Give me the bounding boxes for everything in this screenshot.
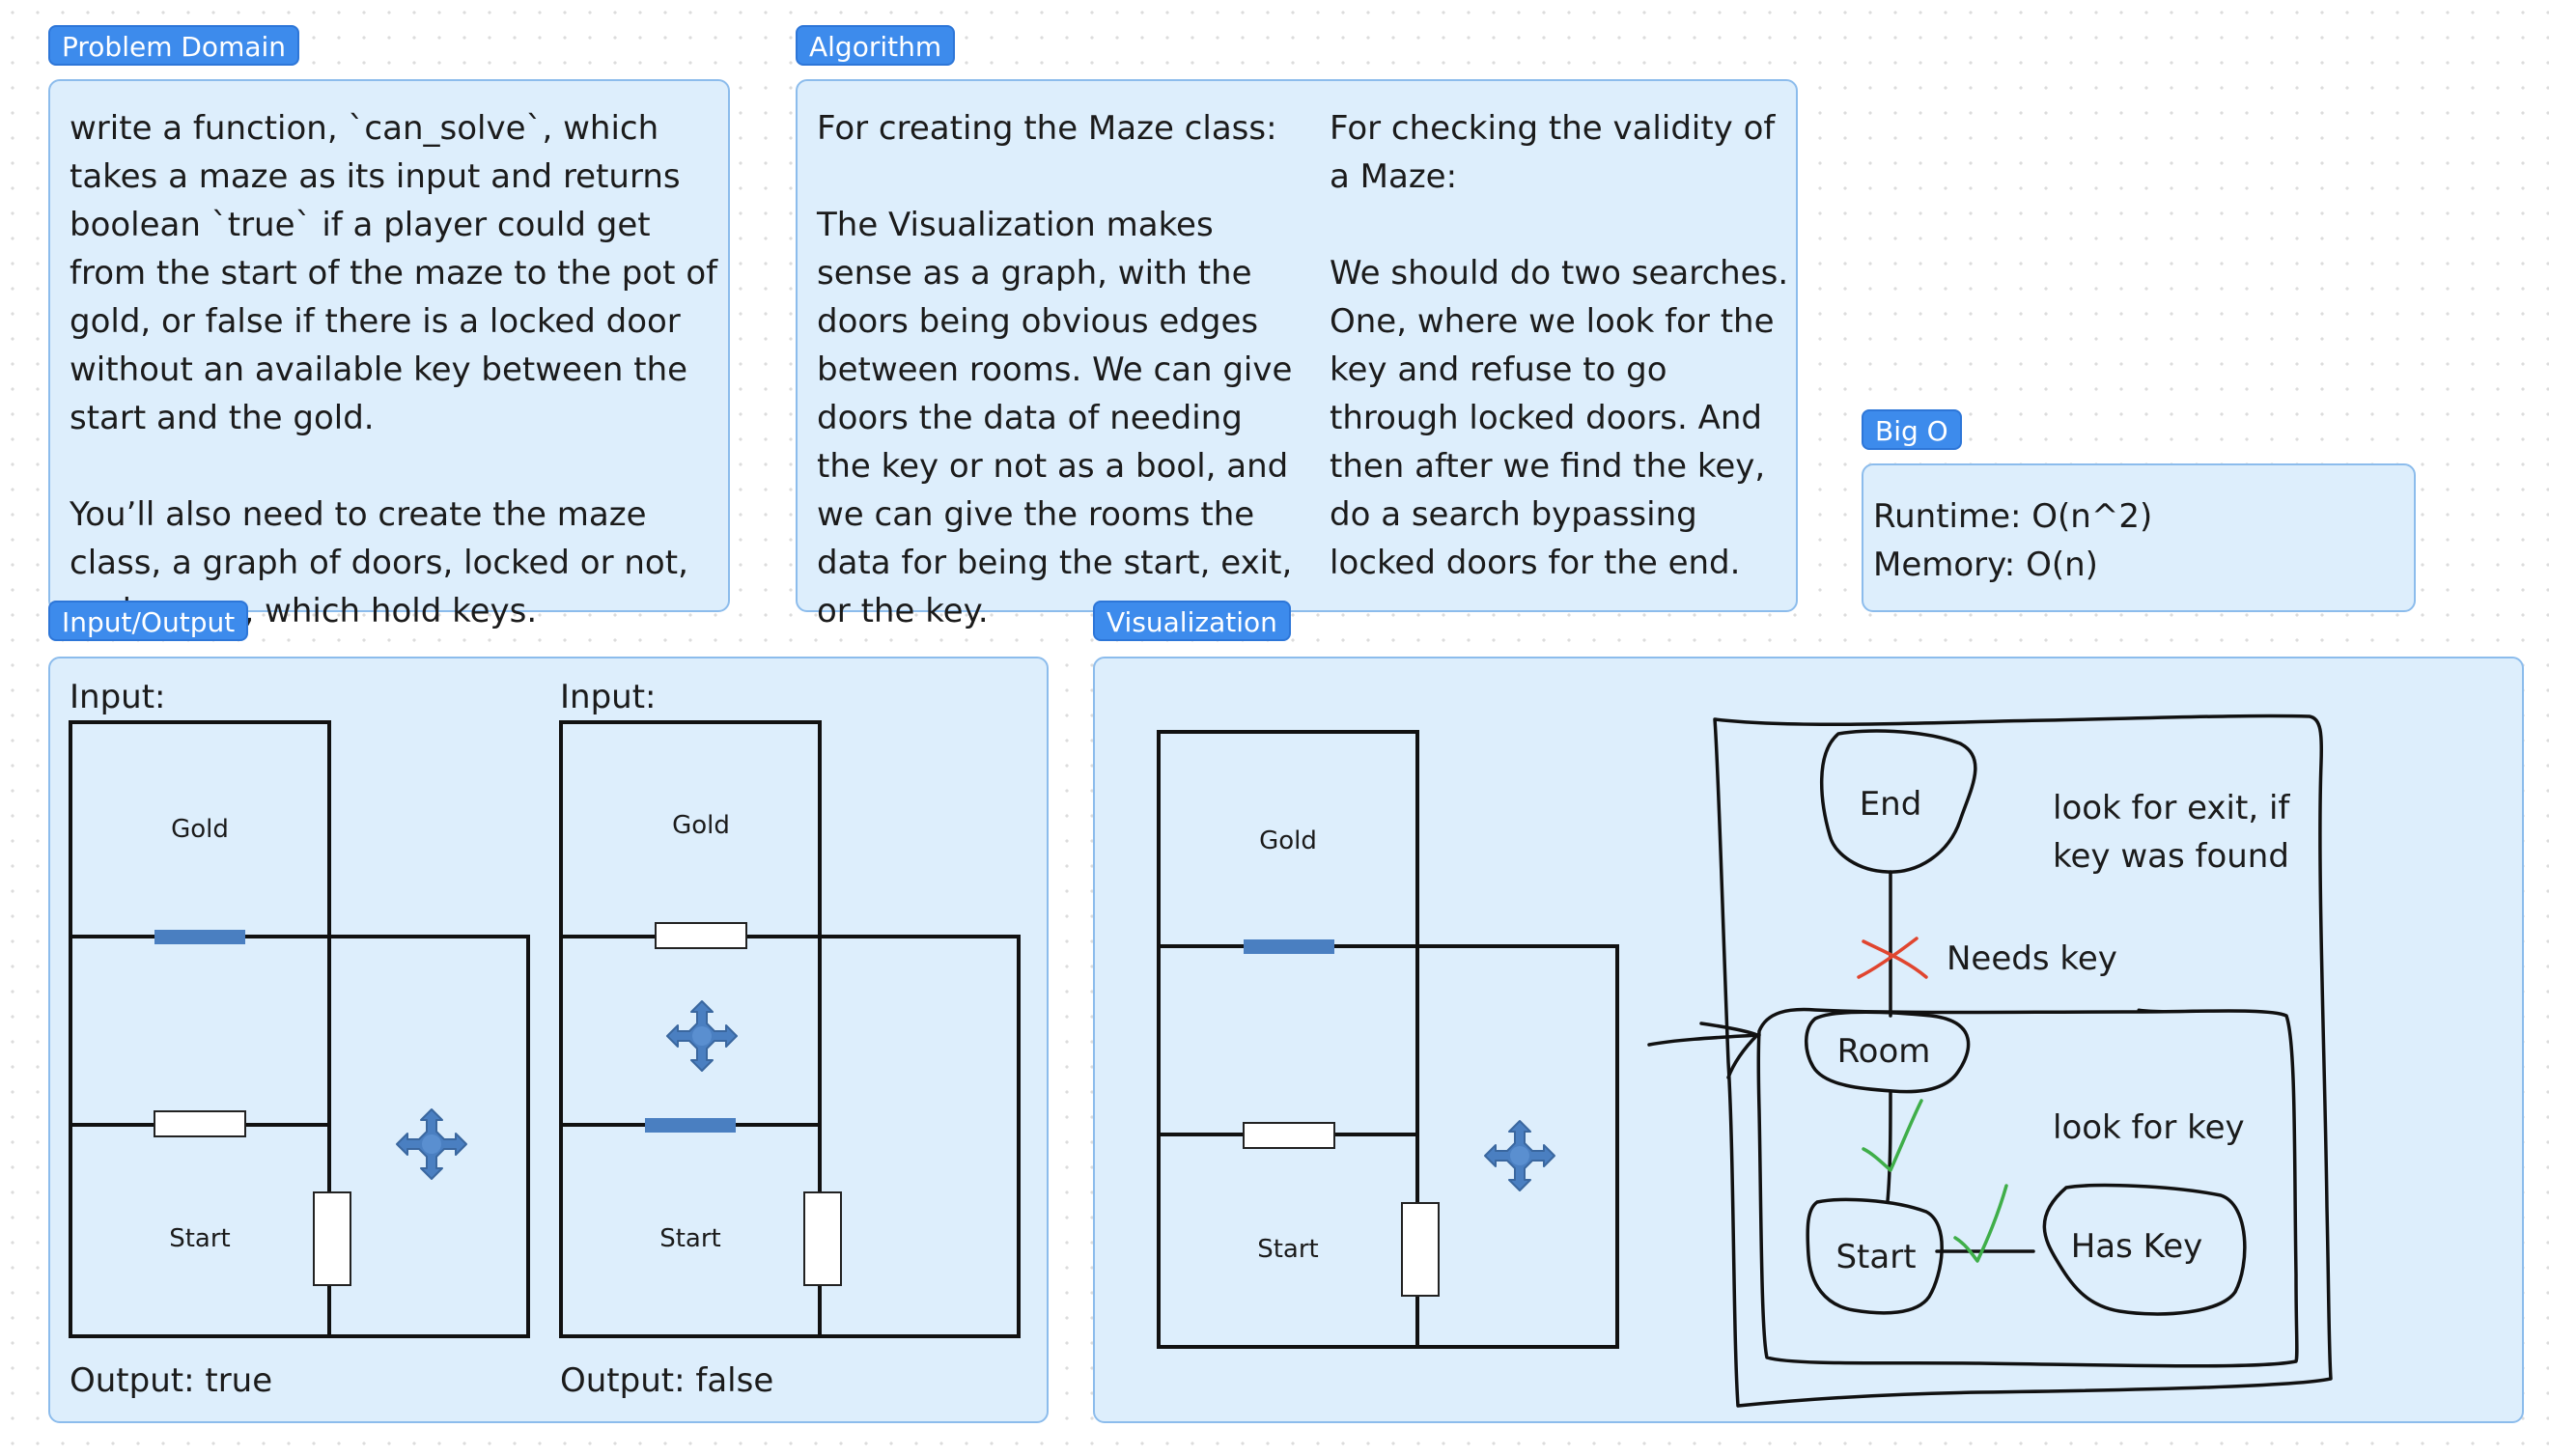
output-label-1: Output: true [70, 1361, 272, 1400]
frame-stroke-mark [2137, 1008, 2199, 1014]
problem-domain-text: write a function, `can_solve`, which tak… [70, 109, 718, 630]
algorithm-right-text: For checking the validity of a Maze: We … [1330, 109, 1789, 582]
output-label-2: Output: false [560, 1361, 773, 1400]
big-o-tag: Big O [1862, 409, 1962, 450]
end-node [1819, 729, 1977, 874]
input-output-panel [48, 657, 1049, 1423]
room-node [1805, 1010, 1971, 1094]
key-move-icon [1484, 1120, 1555, 1191]
room-node-label: Room [1837, 1032, 1931, 1071]
cross-mark-icon [1857, 937, 1928, 979]
note-exit-line1: look for exit, if [2053, 789, 2290, 827]
has-key-node [2042, 1183, 2247, 1316]
locked-door-3 [1244, 939, 1334, 954]
open-door-4 [803, 1191, 842, 1286]
open-door-6 [1401, 1202, 1440, 1297]
problem-domain-tag: Problem Domain [48, 25, 300, 66]
key-move-icon [666, 1000, 738, 1072]
input-label-2: Input: [560, 678, 657, 716]
start-node-label: Start [1835, 1238, 1916, 1276]
visualization-tag: Visualization [1093, 601, 1291, 641]
input-output-tag: Input/Output [48, 601, 249, 641]
open-door-3 [655, 922, 747, 949]
note-look-for-key: look for key [2053, 1108, 2245, 1147]
key-move-icon [396, 1108, 467, 1180]
graph-edges [1886, 870, 2035, 1253]
graph-inner-frame [1756, 1007, 2299, 1368]
start-label-3: Start [1257, 1235, 1319, 1264]
end-node-label: End [1860, 785, 1922, 824]
gold-label-1: Gold [171, 815, 229, 844]
algorithm-panel: For creating the Maze class: The Visuali… [796, 79, 1798, 630]
algorithm-left-text: For creating the Maze class: The Visuali… [817, 109, 1293, 630]
problem-domain-panel: write a function, `can_solve`, which tak… [48, 79, 730, 630]
locked-door-1 [154, 930, 245, 944]
graph-outer-frame [1713, 714, 2333, 1408]
open-door-1 [154, 1110, 246, 1137]
start-node [1806, 1197, 1944, 1315]
algorithm-tag: Algorithm [796, 25, 956, 66]
maze-2 [559, 720, 1021, 1338]
note-needs-key: Needs key [1947, 939, 2117, 978]
gold-label-3: Gold [1259, 826, 1317, 855]
entry-arrow-icon [1647, 1022, 1761, 1079]
memory-text: Memory: O(n) [1873, 546, 2098, 584]
visualization-maze [1157, 730, 1619, 1349]
maze-1 [69, 720, 530, 1338]
note-exit-line2: key was found [2053, 837, 2289, 876]
big-o-panel: Runtime: O(n^2) Memory: O(n) [1862, 463, 2416, 612]
locked-door-2 [645, 1118, 736, 1133]
runtime-text: Runtime: O(n^2) [1873, 497, 2153, 536]
start-label-2: Start [659, 1224, 721, 1253]
open-door-5 [1243, 1122, 1335, 1149]
check-mark-icon [1862, 1099, 2008, 1263]
has-key-node-label: Has Key [2071, 1227, 2203, 1266]
input-label-1: Input: [70, 678, 166, 716]
gold-label-2: Gold [672, 811, 730, 840]
start-label-1: Start [169, 1224, 231, 1253]
open-door-2 [313, 1191, 351, 1286]
